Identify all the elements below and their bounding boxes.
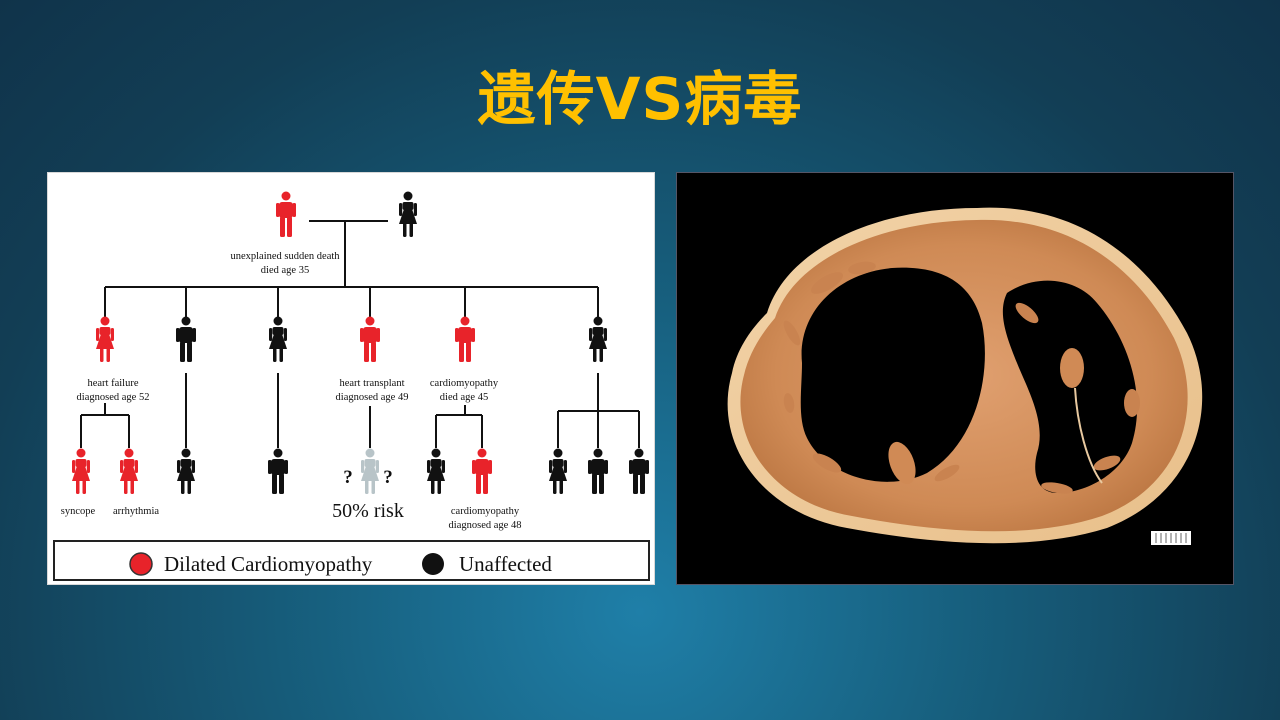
scale-bar-icon bbox=[1151, 531, 1191, 545]
child6-female-unaffected-icon bbox=[589, 316, 607, 362]
gc7-label-line1: cardiomyopathy bbox=[451, 506, 520, 517]
slide-title: 遗传VS病毒 bbox=[477, 65, 803, 133]
child3-female-unaffected-icon bbox=[269, 316, 287, 362]
child4-label-line1: heart transplant bbox=[339, 378, 404, 389]
gc7-male-affected-icon bbox=[472, 448, 492, 494]
pedigree-lines bbox=[80, 220, 640, 448]
pedigree-chart: unexplained sudden death died age 35 hea… bbox=[53, 191, 650, 581]
gc3-female-unaffected-icon bbox=[177, 448, 195, 494]
risk-label: 50% risk bbox=[332, 500, 404, 522]
legend-unaffected-swatch-icon bbox=[422, 553, 444, 575]
legend-affected-label: Dilated Cardiomyopathy bbox=[164, 552, 373, 576]
heart-cross-section-image bbox=[727, 207, 1203, 545]
founder-female-unaffected-icon bbox=[399, 191, 417, 237]
child1-label-line1: heart failure bbox=[87, 378, 138, 389]
founder-male-affected-icon bbox=[276, 191, 296, 237]
child1-female-affected-icon bbox=[96, 316, 114, 362]
gc4-male-unaffected-icon bbox=[268, 448, 288, 494]
gc1-label: syncope bbox=[61, 506, 96, 517]
gc2-label: arrhythmia bbox=[113, 506, 159, 517]
legend-unaffected-label: Unaffected bbox=[459, 552, 552, 576]
child5-male-affected-icon bbox=[455, 316, 475, 362]
legend: Dilated Cardiomyopathy Unaffected bbox=[53, 540, 650, 581]
gc6-female-unaffected-icon bbox=[427, 448, 445, 494]
child5-label-line1: cardiomyopathy bbox=[430, 378, 499, 389]
heart-specimen-panel bbox=[677, 173, 1233, 584]
gc10-male-unaffected-icon bbox=[629, 448, 649, 494]
child1-label-line2: diagnosed age 52 bbox=[77, 392, 150, 403]
gc1-female-affected-icon bbox=[72, 448, 90, 494]
gc8-female-unaffected-icon bbox=[549, 448, 567, 494]
founder-label-line1: unexplained sudden death bbox=[230, 251, 340, 262]
founder-label-line2: died age 35 bbox=[261, 265, 309, 276]
legend-affected-swatch-icon bbox=[129, 552, 153, 576]
pedigree-chart-panel: unexplained sudden death died age 35 hea… bbox=[48, 173, 654, 584]
child2-male-unaffected-icon bbox=[176, 316, 196, 362]
question-mark-left: ? bbox=[343, 467, 353, 488]
gc7-label-line2: diagnosed age 48 bbox=[449, 520, 522, 531]
gc2-female-affected-icon bbox=[120, 448, 138, 494]
child4-male-affected-icon bbox=[360, 316, 380, 362]
gc9-male-unaffected-icon bbox=[588, 448, 608, 494]
child5-label-line2: died age 45 bbox=[440, 392, 488, 403]
question-mark-right: ? bbox=[383, 467, 393, 488]
gc5-female-unknown-icon bbox=[361, 448, 379, 494]
child4-label-line2: diagnosed age 49 bbox=[336, 392, 409, 403]
